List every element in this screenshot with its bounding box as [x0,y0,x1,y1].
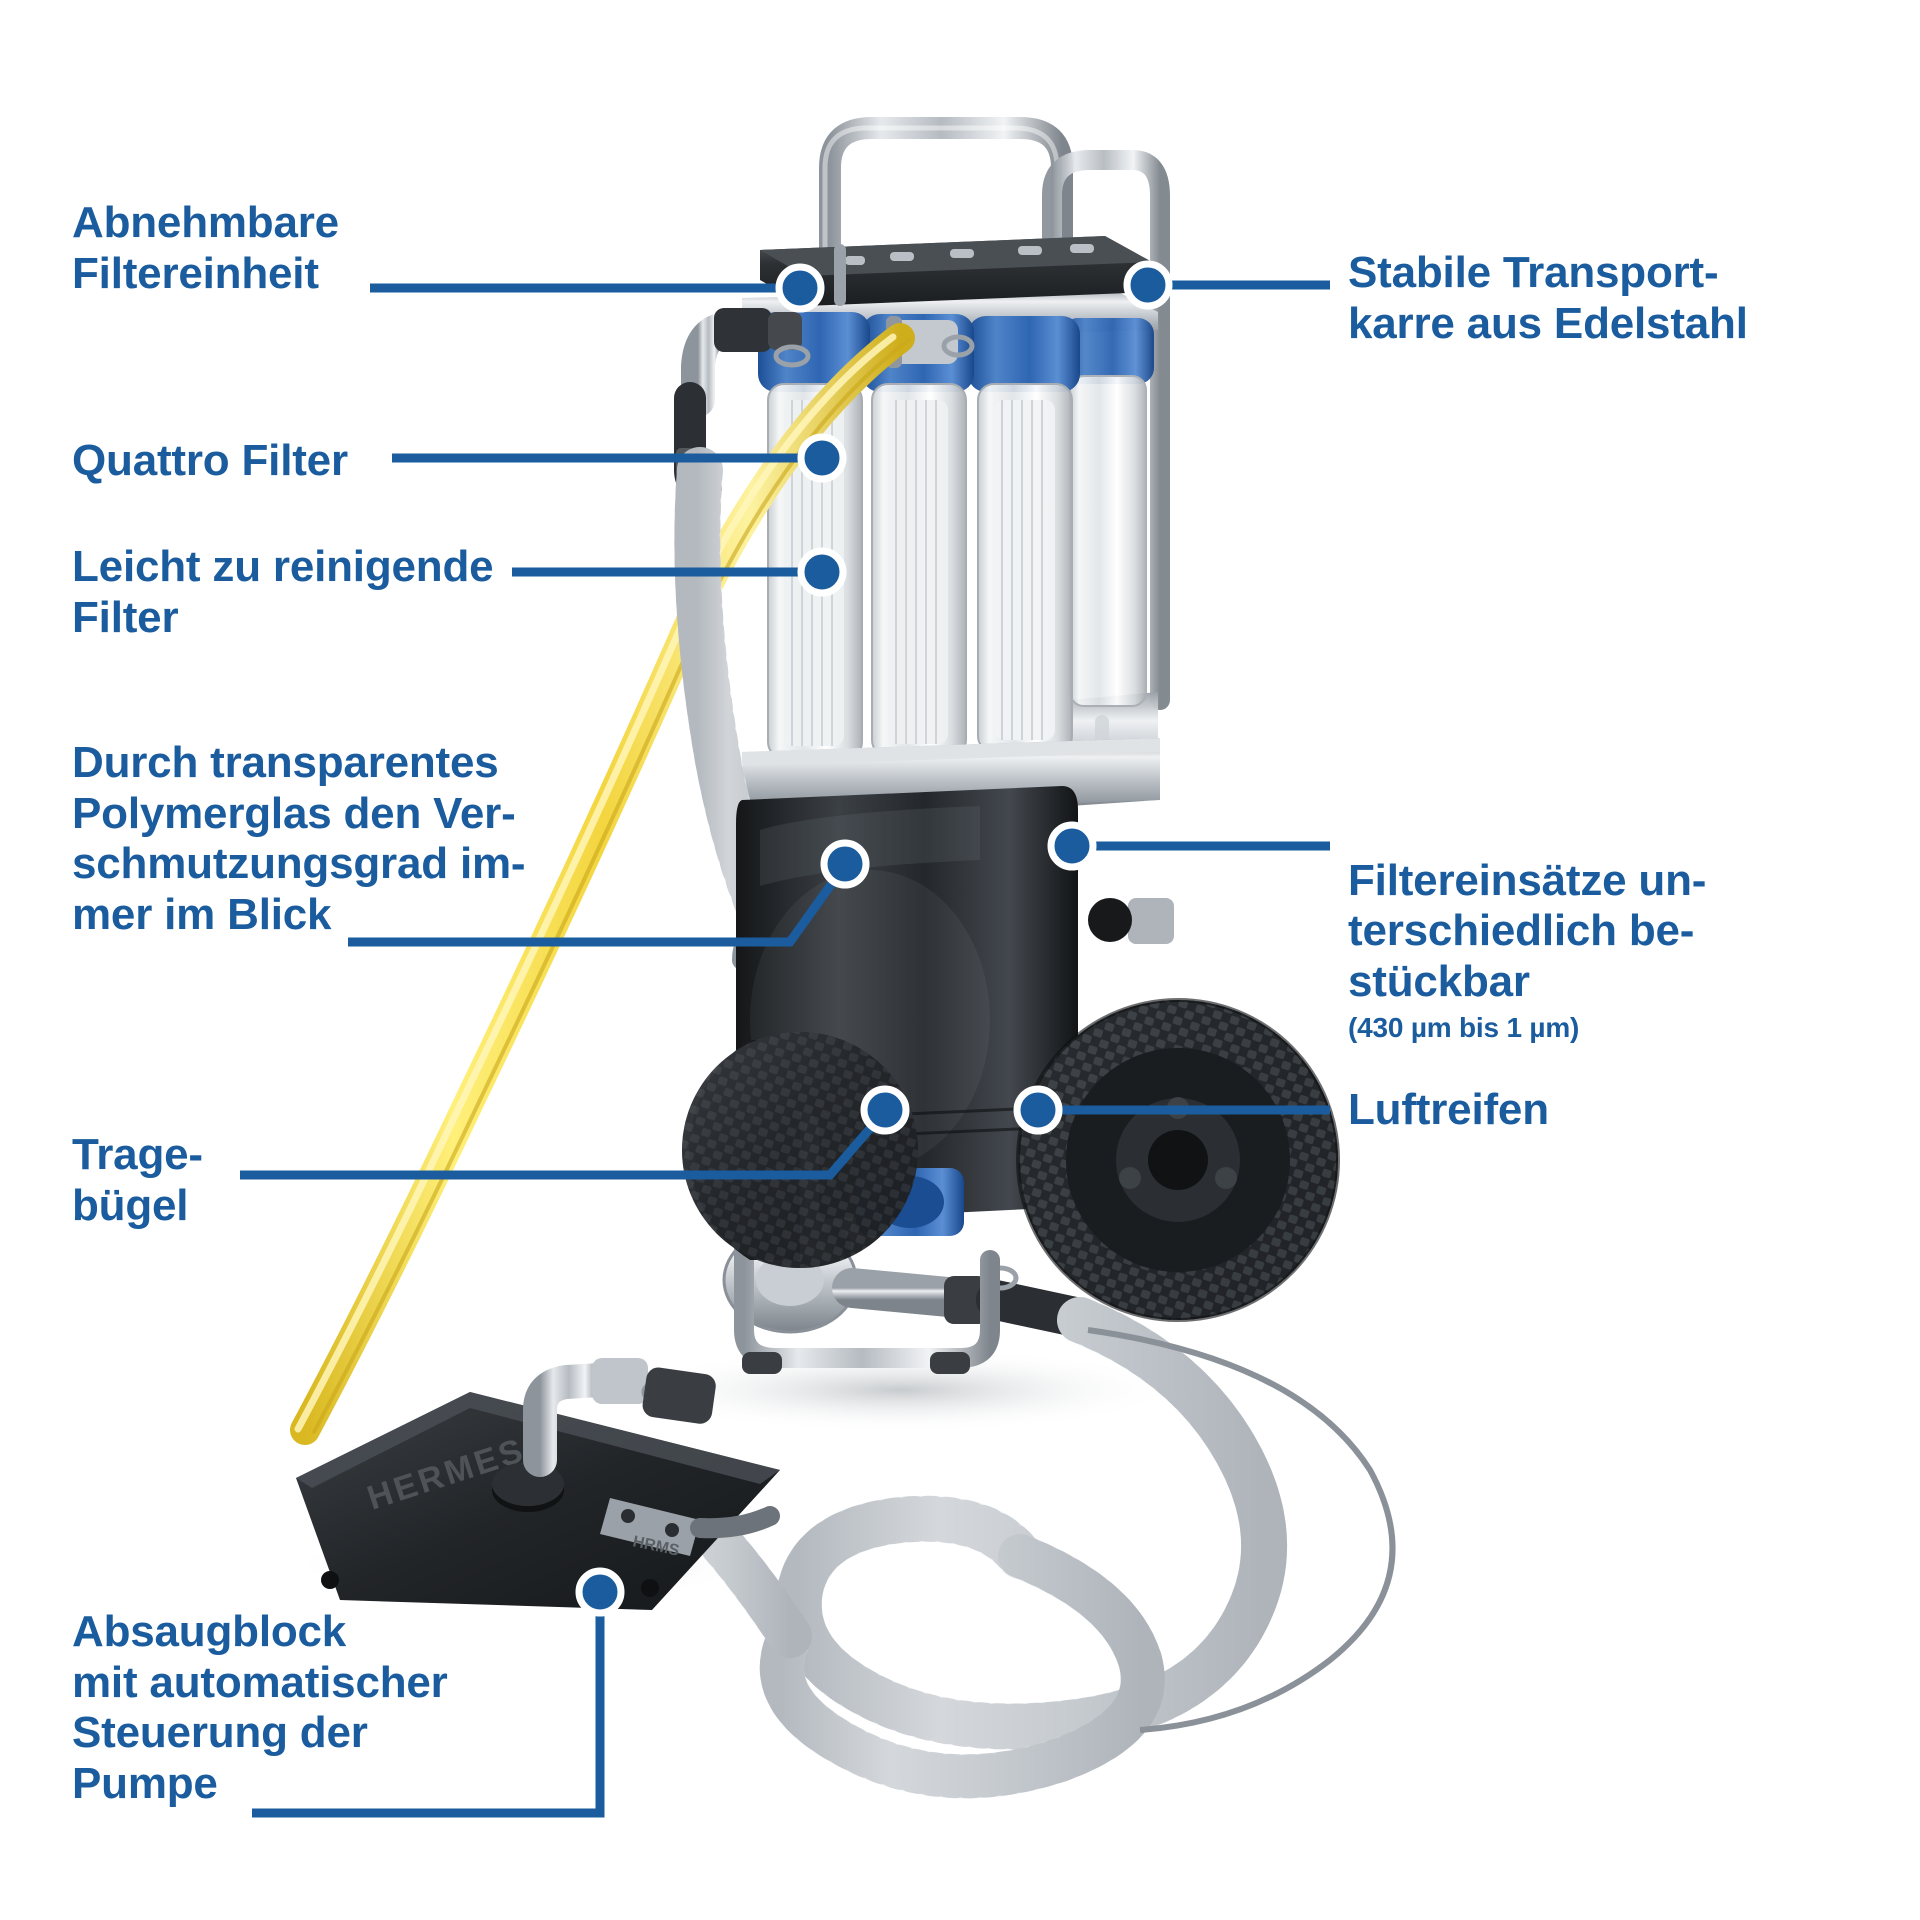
callout-leicht-zu-reinigende-filter: Leicht zu reinigende Filter [72,542,494,642]
callout-luftreifen: Luftreifen [1348,1085,1549,1134]
callout-filtereinsaetze-note: (430 µm bis 1 µm) [1348,1012,1580,1044]
pneumatic-tire-right [1016,998,1340,1322]
callout-filtereinsaetze: Filtereinsätze un- terschiedlich be- stü… [1348,805,1706,1096]
callout-absaugblock: Absaugblock mit automatischer Steuerung … [72,1607,448,1808]
callout-abnehmbare-filtereinheit: Abnehmbare Filtereinheit [72,198,339,298]
callout-durch-transparentes-polymerglas: Durch transparentes Polymerglas den Ver-… [72,738,526,939]
extraction-block-plate: HERMES HRMS [296,1358,780,1610]
callout-filtereinsaetze-text: Filtereinsätze un- terschiedlich be- stü… [1348,855,1707,1006]
callout-quattro-filter: Quattro Filter [72,436,348,485]
control-cable [1087,1327,1396,1733]
cart-base-frame [734,1180,1000,1374]
pneumatic-tire-left [682,1032,918,1268]
plate-bolts [845,244,1094,265]
wheel-axle-nut [1088,898,1174,944]
callout-tragebuegel: Trage- bügel [72,1130,203,1230]
callout-stabile-transportkarre: Stabile Transport- karre aus Edelstahl [1348,248,1748,348]
